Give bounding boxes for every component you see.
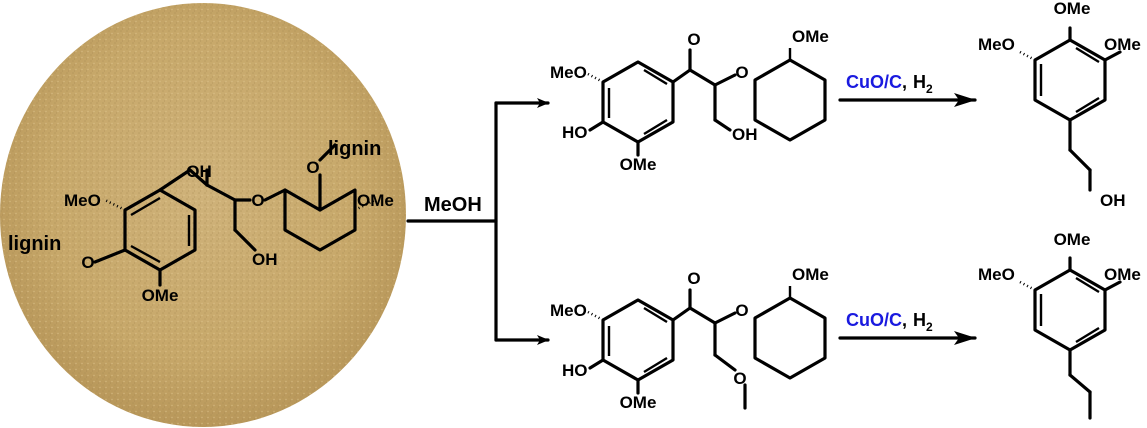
lignin-model-structure: OH O lignin O MeO OMe lignin O OMe OH — [8, 138, 394, 305]
bottom-prod-meo-label: MeO — [978, 265, 1015, 284]
bottom-int-ome-bottom-label: OMe — [620, 393, 657, 412]
bottom-int-o-chain-label: O — [733, 369, 746, 388]
bottom-h2-label: H — [913, 310, 926, 330]
bottom-int-ho-label: HO — [562, 361, 588, 380]
sawdust-disc-icon — [0, 3, 406, 427]
top-int-meo-label: MeO — [550, 63, 587, 82]
bottom-prod-ome-top-label: OMe — [1054, 230, 1091, 249]
bottom-reaction-arrow: CuO/C, H2 — [838, 310, 977, 345]
meo-left-label: MeO — [64, 191, 101, 210]
lignin-right-label: lignin — [328, 138, 381, 160]
top-reaction-arrow: CuO/C, H2 — [838, 72, 977, 107]
split-arrow: MeOH — [406, 98, 550, 345]
bottom-prod-ome-right-label: OMe — [1104, 265, 1141, 284]
oh-chain-label: OH — [252, 250, 278, 269]
top-prod-meo-label: MeO — [978, 35, 1015, 54]
o-lignin-right-label: O — [306, 158, 319, 177]
o-lignin-left-label: O — [81, 253, 94, 272]
bottom-int-ome-right-label: OMe — [792, 265, 829, 284]
top-product-structure: OMe MeO OMe OH — [978, 0, 1141, 210]
top-int-ho-label: HO — [562, 123, 588, 142]
svg-text:CuO/C,H2: CuO/C, H2 — [846, 72, 933, 96]
top-h2-sub: 2 — [926, 82, 933, 96]
top-comma: , — [902, 72, 907, 92]
top-intermediate-structure: O O OMe MeO HO OMe OH — [550, 27, 829, 174]
meoh-label: MeOH — [424, 194, 482, 216]
ome-right-label: OMe — [357, 191, 394, 210]
top-int-ome-bottom-label: OMe — [620, 155, 657, 174]
bottom-catalyst-label: CuO/C — [846, 310, 902, 330]
top-prod-ome-top-label: OMe — [1054, 0, 1091, 18]
oh-top-label: OH — [186, 162, 212, 181]
top-prod-ome-right-label: OMe — [1104, 35, 1141, 54]
bottom-h2-sub: 2 — [926, 320, 933, 334]
top-int-o-methoxy-label: O — [687, 30, 700, 49]
top-h2-label: H — [913, 72, 926, 92]
bottom-int-o-methoxy-label: O — [687, 269, 700, 288]
bottom-int-o-ether-label: O — [735, 301, 748, 320]
bottom-comma: , — [902, 310, 907, 330]
top-int-o-ether-label: O — [735, 63, 748, 82]
lignin-left-label: lignin — [8, 233, 61, 255]
top-prod-oh-chain-label: OH — [1100, 191, 1126, 210]
o-ether-label: O — [251, 191, 264, 210]
top-int-oh-chain-label: OH — [732, 125, 758, 144]
bottom-intermediate-structure: O O OMe MeO HO OMe O — [550, 265, 829, 412]
bottom-int-meo-label: MeO — [550, 301, 587, 320]
top-catalyst-label: CuO/C — [846, 72, 902, 92]
bottom-product-structure: OMe MeO OMe — [978, 230, 1141, 420]
top-int-ome-right-label: OMe — [792, 27, 829, 46]
svg-text:CuO/C,H2: CuO/C, H2 — [846, 310, 933, 334]
ome-bottom-label: OMe — [142, 286, 179, 305]
